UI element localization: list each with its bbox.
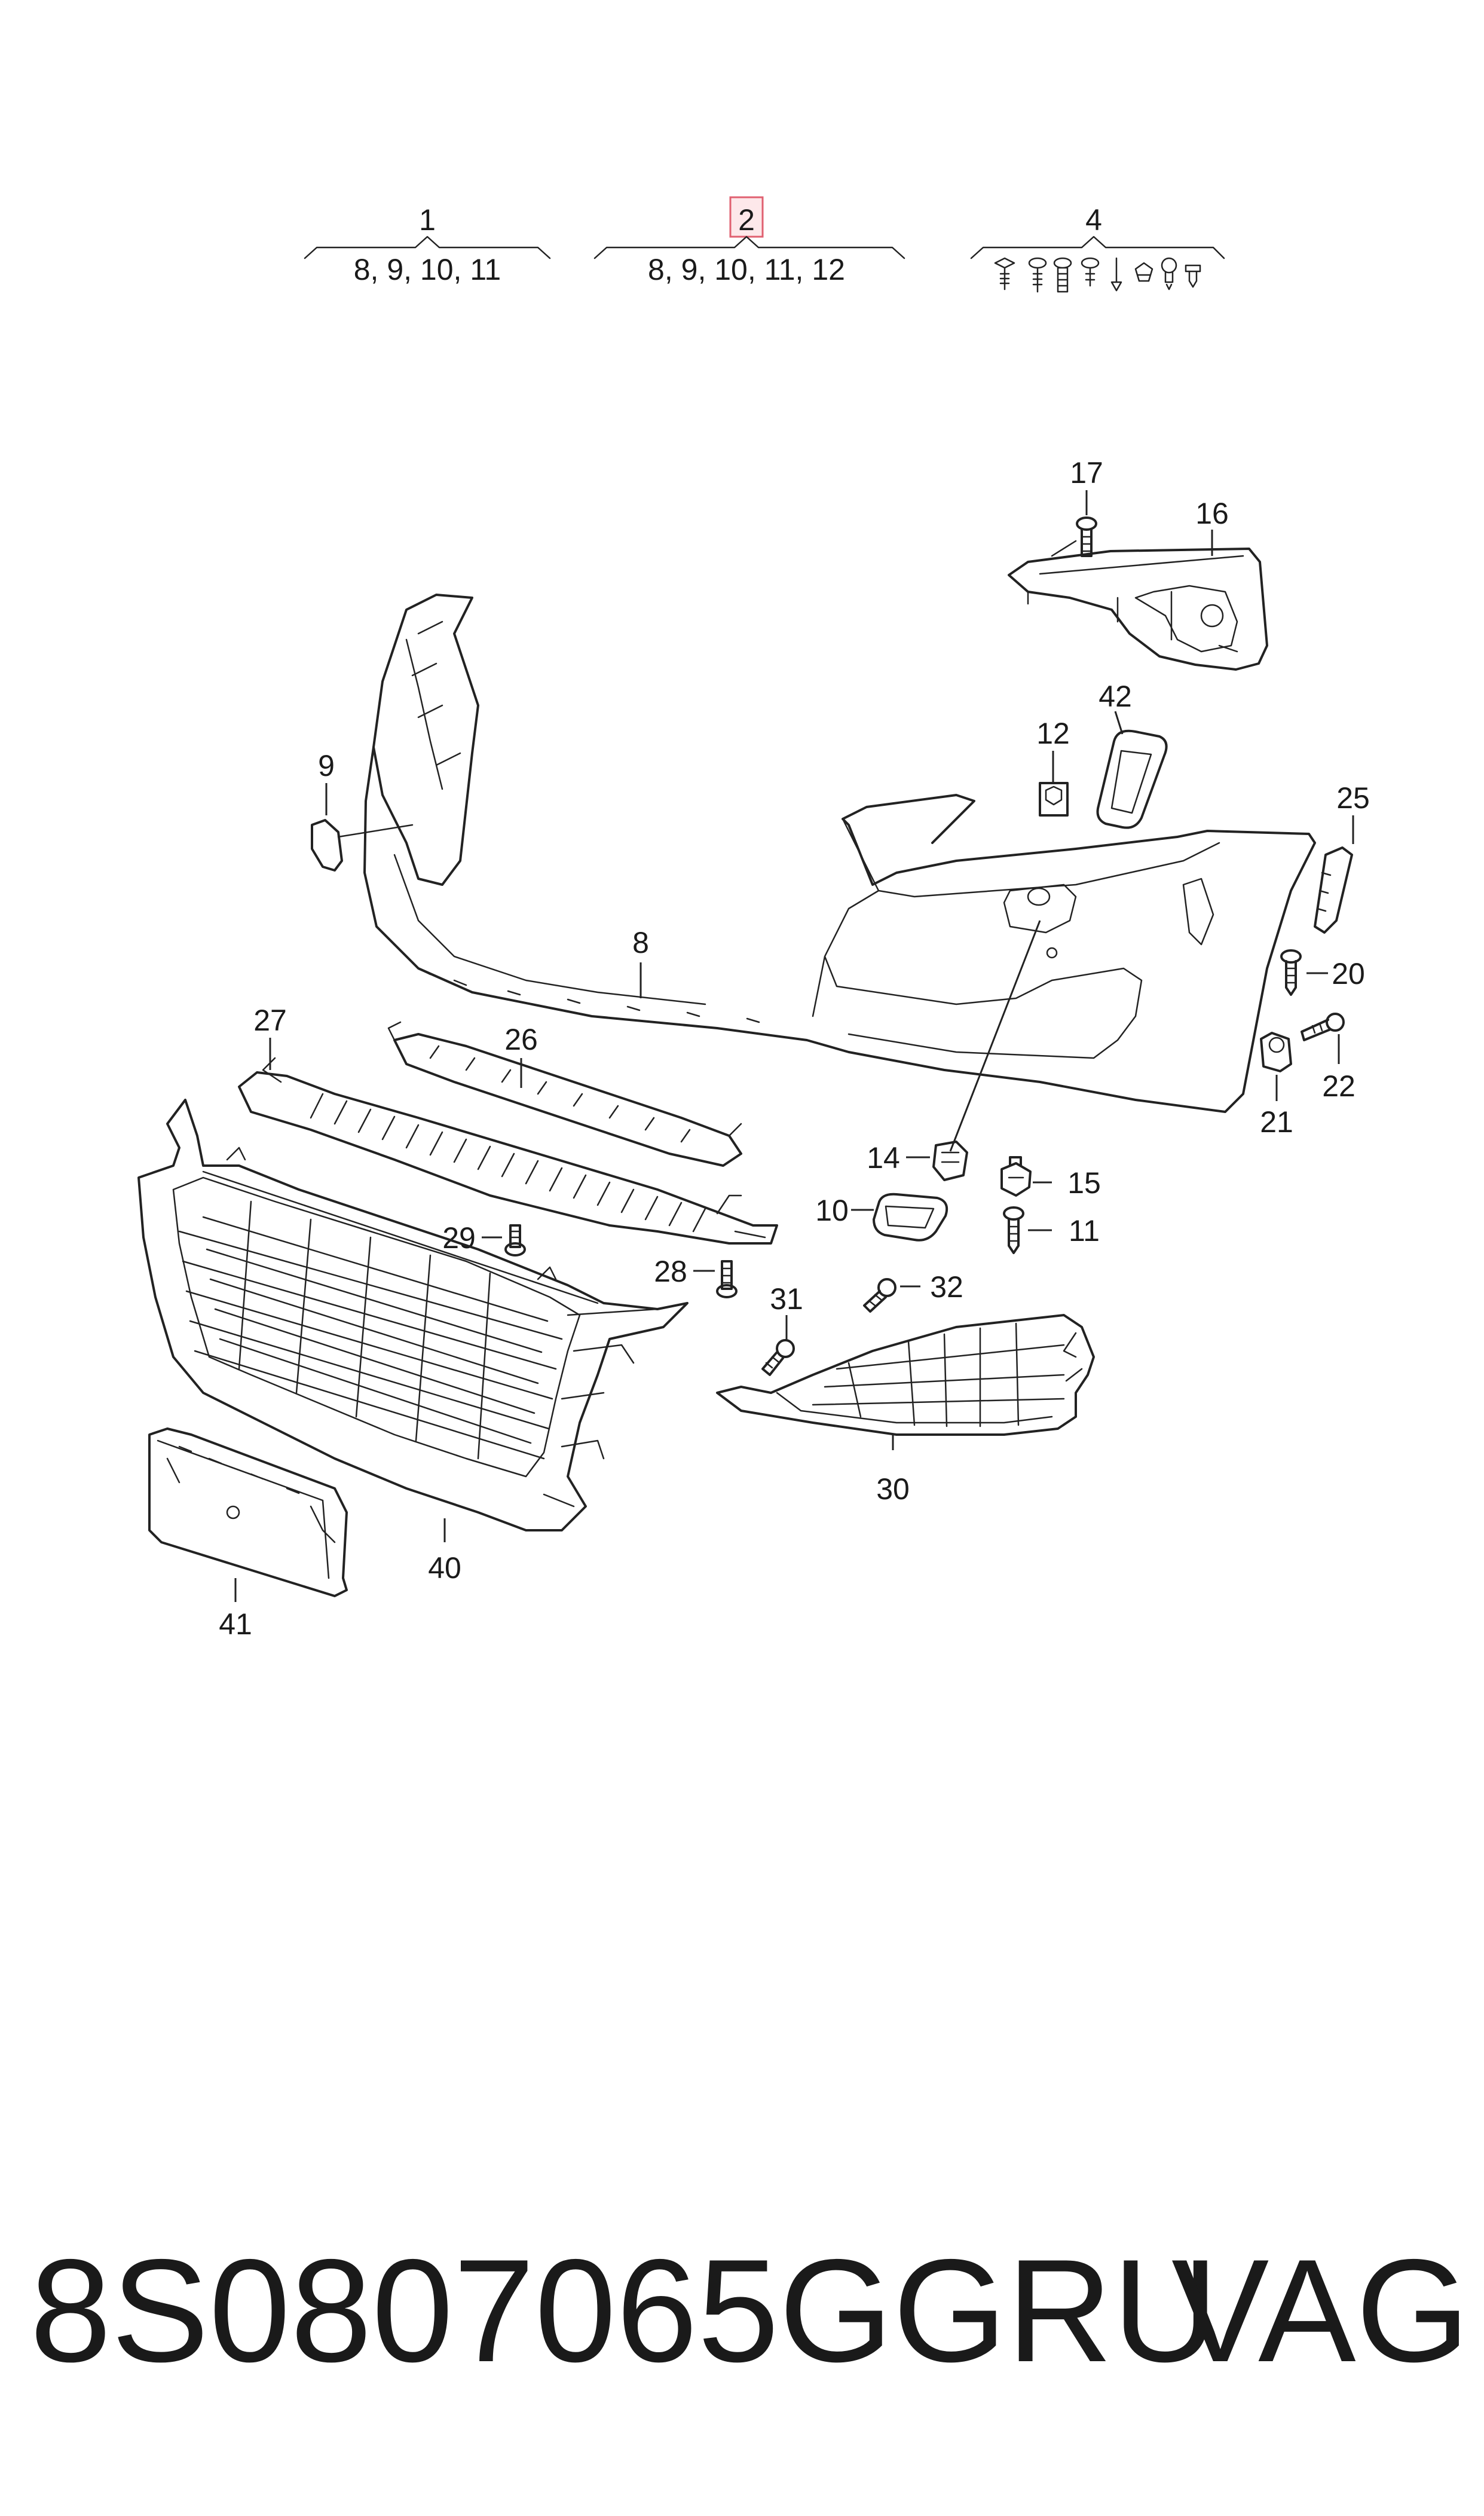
callout-11: 11 [1069, 1214, 1100, 1248]
group-4-header[interactable]: 4 [970, 203, 1225, 293]
part-41-plate-bracket[interactable] [148, 1427, 348, 1597]
callout-14: 14 [867, 1141, 900, 1175]
callout-27: 27 [253, 1004, 287, 1037]
callout-32: 32 [930, 1270, 963, 1304]
group-1-contents: 8, 9, 10, 11 [354, 253, 501, 286]
part-29-screw[interactable] [504, 1224, 526, 1257]
callout-15: 15 [1067, 1166, 1101, 1200]
callout-25: 25 [1336, 781, 1370, 815]
callout-20: 20 [1332, 957, 1365, 990]
group-4-number: 4 [1085, 203, 1102, 237]
part-21-nut[interactable] [1260, 1032, 1292, 1072]
group-2-header[interactable]: 2 8, 9, 10, 11, 12 [593, 196, 905, 286]
callout-10: 10 [815, 1194, 849, 1227]
screw-icon [1081, 257, 1100, 287]
callout-31: 31 [770, 1282, 803, 1316]
part-11-screw[interactable] [1003, 1206, 1024, 1254]
part-15-clip[interactable] [1000, 1156, 1032, 1197]
callout-17: 17 [1070, 456, 1103, 490]
group-2-brace [593, 236, 905, 259]
part-12-clip[interactable] [1039, 782, 1069, 817]
group-2-contents: 8, 9, 10, 11, 12 [648, 253, 845, 286]
group-1-brace [304, 236, 551, 259]
group-2-number: 2 [738, 203, 755, 237]
part-8-bumper-cover[interactable] [363, 594, 1316, 1113]
leader-42 [1114, 711, 1124, 735]
part-31-screw[interactable] [761, 1339, 795, 1376]
rivet-icon [1185, 264, 1201, 288]
callout-12: 12 [1036, 717, 1070, 750]
callout-29: 29 [442, 1221, 476, 1255]
part-9-cap[interactable] [311, 819, 414, 872]
callout-30: 30 [876, 1472, 910, 1506]
group-1-header[interactable]: 1 8, 9, 10, 11 [304, 203, 551, 286]
fastener-icons [994, 257, 1201, 293]
screw-icon [994, 257, 1015, 291]
leader-14-dashed [949, 920, 1041, 1152]
callout-22: 22 [1322, 1069, 1356, 1103]
screw-icon [1053, 257, 1072, 293]
part-40-grille[interactable] [137, 1099, 689, 1531]
screw-icon [1028, 257, 1047, 293]
pin-icon [1110, 257, 1122, 292]
part-14-holder[interactable] [932, 1141, 968, 1181]
part-17-screw[interactable] [1051, 516, 1097, 557]
part-10-ring[interactable] [873, 1193, 948, 1242]
group-1-number: 1 [419, 203, 436, 237]
part-26-carrier[interactable] [387, 1021, 742, 1167]
nut-icon [1161, 257, 1177, 291]
clip-icon [1134, 262, 1153, 282]
group-4-brace [970, 236, 1225, 259]
callout-9: 9 [318, 749, 335, 782]
brand-label: VAG [1171, 2228, 1470, 2392]
part-25-strip[interactable] [1314, 846, 1353, 934]
callout-40: 40 [428, 1551, 461, 1585]
part-32-screw[interactable] [863, 1278, 896, 1313]
part-16-bracket[interactable] [1008, 548, 1268, 671]
callout-26: 26 [504, 1023, 538, 1056]
part-22-screw[interactable] [1301, 1013, 1345, 1041]
callout-16: 16 [1195, 497, 1229, 530]
callout-41: 41 [219, 1607, 252, 1641]
callout-42: 42 [1099, 680, 1132, 713]
part-number-label: 8S0807065GGRU [30, 2228, 1218, 2392]
callout-28: 28 [654, 1255, 687, 1288]
callout-8: 8 [632, 926, 649, 959]
part-42-trim[interactable] [1096, 729, 1168, 829]
callout-21: 21 [1260, 1105, 1293, 1139]
part-28-screw[interactable] [716, 1260, 738, 1298]
part-20-screw[interactable] [1280, 949, 1302, 996]
part-30-fog-grille[interactable] [716, 1314, 1095, 1436]
